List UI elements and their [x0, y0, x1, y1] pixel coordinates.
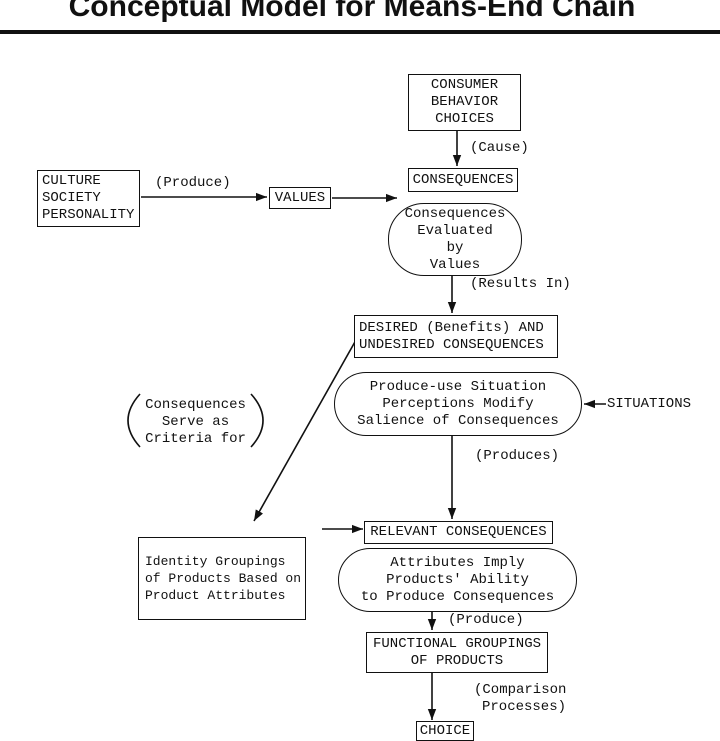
diagram-title: Conceptual Model for Means-End Chain: [68, 0, 636, 23]
node-label-line: OF PRODUCTS: [410, 652, 504, 669]
node-label-line: Consequences: [404, 205, 506, 222]
node-consequences: CONSEQUENCES: [408, 168, 518, 192]
node-label-line: Product Attributes: [145, 588, 286, 603]
node-label-line: Perceptions Modify: [382, 395, 534, 412]
node-situation-perceptions: Produce-use Situation Perceptions Modify…: [334, 372, 582, 436]
edge-label-results-in: (Results In): [470, 276, 571, 292]
edge-label-produces: (Produces): [475, 448, 560, 464]
node-label-line: Produce-use Situation: [369, 378, 547, 395]
note-line: Serve as: [161, 414, 230, 430]
node-identity-groupings: Identity Groupings of Products Based on …: [138, 537, 306, 620]
edge-label-comparison: (Comparison: [474, 682, 567, 698]
node-label-line: UNDESIRED CONSEQUENCES: [359, 336, 544, 353]
node-label-line: CONSEQUENCES: [412, 171, 514, 188]
edge-label-cause: (Cause): [470, 140, 529, 156]
edge-label-processes: Processes): [482, 699, 567, 715]
node-label-line: Attributes Imply: [390, 554, 525, 571]
node-relevant-consequences: RELEVANT CONSEQUENCES: [364, 521, 553, 544]
right-parenthesis: [250, 393, 264, 448]
node-label-line: Identity Groupings: [145, 554, 286, 569]
node-label-line: SOCIETY: [42, 190, 101, 206]
node-consumer-behavior-choices: CONSUMER BEHAVIOR CHOICES: [408, 74, 521, 131]
node-label-line: CULTURE: [42, 173, 101, 189]
node-label-line: Products' Ability: [386, 571, 529, 588]
node-label-line: by: [446, 239, 464, 256]
title-area: Conceptual Model for Means-End Chain: [0, 0, 704, 28]
node-culture-society-personality: CULTURE SOCIETY PERSONALITY: [37, 170, 140, 227]
node-label-line: RELEVANT CONSEQUENCES: [370, 524, 547, 540]
node-label-line: CONSUMER: [430, 77, 499, 93]
note-line: Consequences: [145, 397, 246, 413]
node-label-line: VALUES: [274, 189, 326, 206]
node-values: VALUES: [269, 187, 331, 209]
node-label-line: PERSONALITY: [42, 207, 135, 223]
node-attributes-imply-ability: Attributes Imply Products' Ability to Pr…: [338, 548, 577, 612]
node-label-line: CHOICES: [435, 111, 494, 127]
arrow-criteria-diagonal: [253, 339, 357, 522]
edge-label-produce-values: (Produce): [155, 175, 231, 191]
note-line: Criteria for: [145, 431, 246, 447]
node-desired-undesired-consequences: DESIRED (Benefits) AND UNDESIRED CONSEQU…: [354, 315, 558, 358]
node-functional-groupings: FUNCTIONAL GROUPINGS OF PRODUCTS: [366, 632, 548, 673]
situations-label: SITUATIONS: [607, 396, 692, 412]
node-label-line: DESIRED (Benefits) AND: [359, 319, 544, 336]
node-label-line: Salience of Consequences: [357, 412, 559, 429]
left-parenthesis: [127, 393, 141, 448]
node-choice: CHOICE: [416, 721, 474, 741]
edge-label-produce-groupings: (Produce): [448, 612, 524, 628]
node-label-line: FUNCTIONAL GROUPINGS: [372, 635, 542, 652]
node-label-line: CHOICE: [419, 723, 471, 739]
node-label-line: of Products Based on: [145, 571, 302, 586]
node-label-line: Values: [429, 256, 481, 273]
criteria-note: Consequences Serve as Criteria for: [140, 397, 251, 448]
node-label-line: Evaluated: [417, 222, 493, 239]
node-label-line: to Produce Consequences: [360, 588, 555, 605]
node-consequences-evaluated-by-values: Consequences Evaluated by Values: [388, 203, 522, 276]
node-label-line: BEHAVIOR: [430, 94, 499, 110]
title-divider: [0, 30, 720, 34]
